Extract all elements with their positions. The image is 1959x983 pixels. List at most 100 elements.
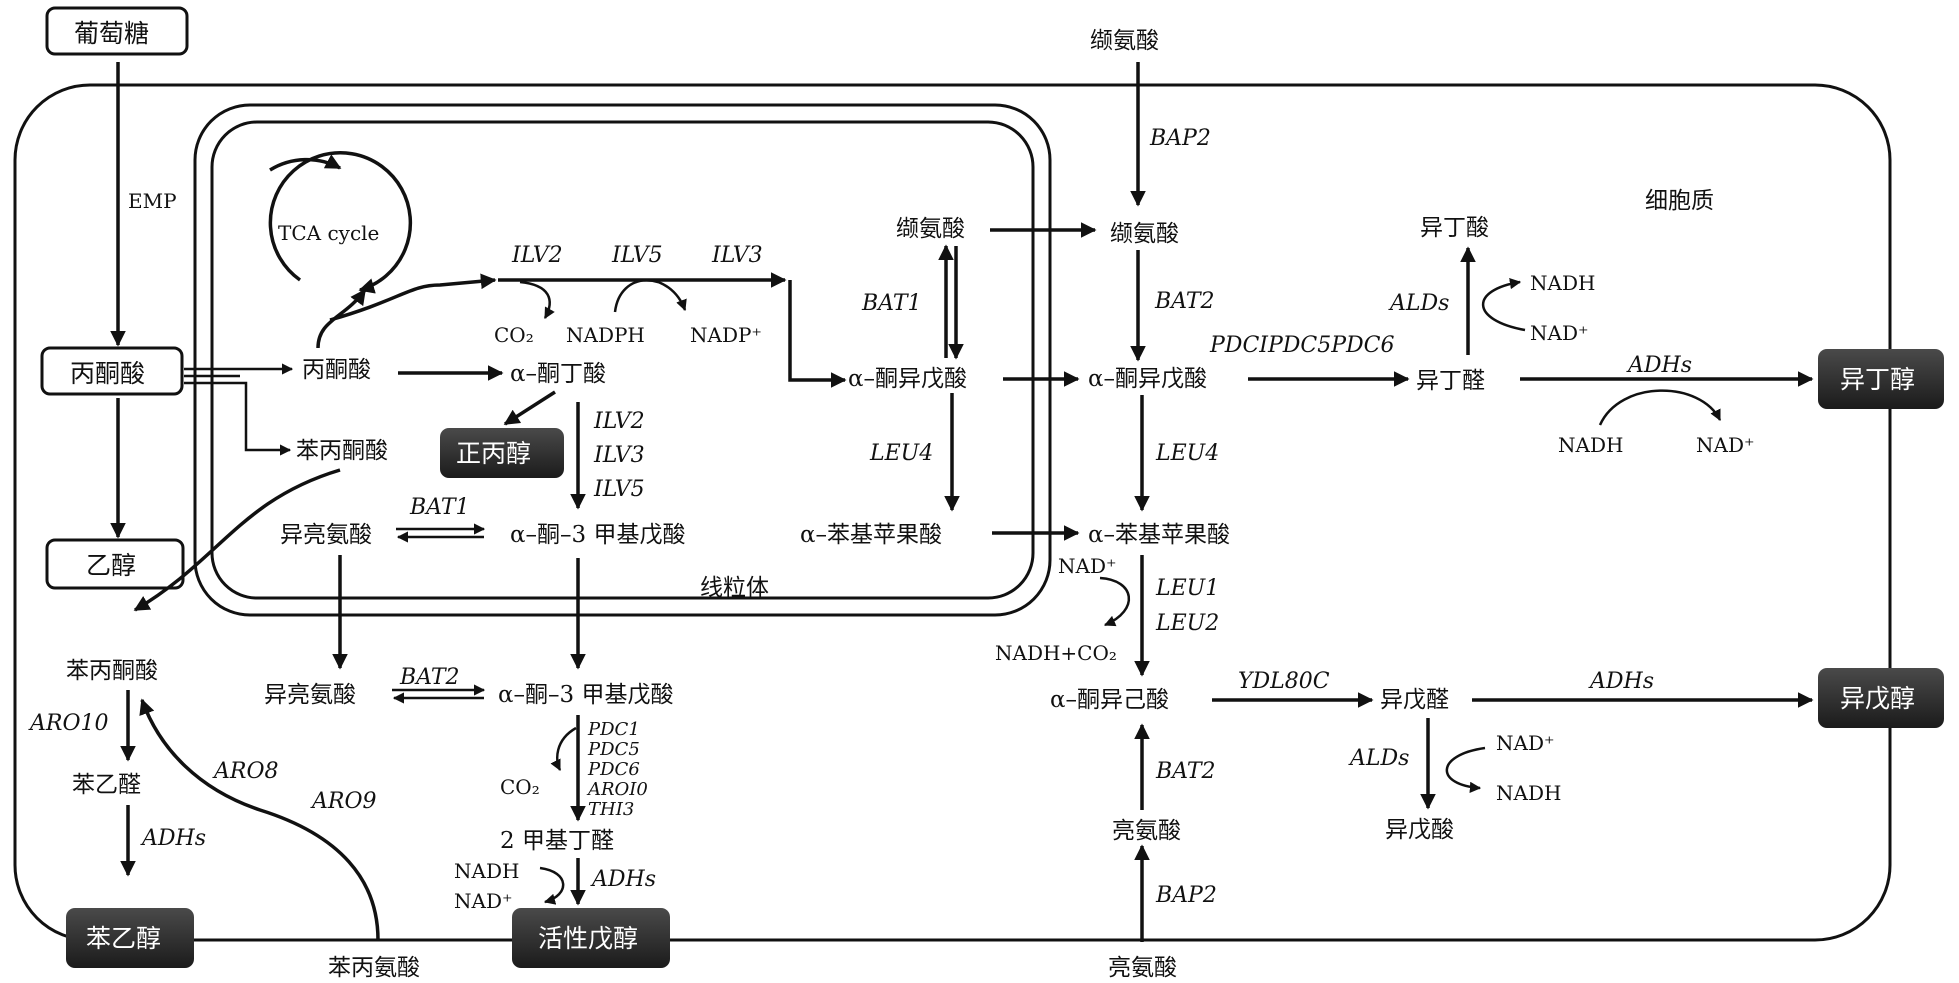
glucose-box: 葡萄糖 (45, 6, 189, 56)
mitochondria-label: 线粒体 (700, 575, 769, 601)
nadph-label: NADPH (566, 323, 645, 347)
adhs-2-label: ADHs (1588, 669, 1654, 694)
isobutyric-acid-label: 异丁酸 (1420, 215, 1489, 241)
arrow-pyruvate-tca (316, 288, 367, 349)
adhs-4-label: ADHs (590, 867, 656, 892)
nad-5-label: NAD⁺ (454, 889, 513, 913)
isoleucine-cyto-label: 异亮氨酸 (264, 682, 356, 708)
arrow-phenylalanine-phenylpyruvate (139, 698, 380, 941)
leu1-label: LEU1 (1155, 576, 1219, 601)
ilv3-top-label: ILV3 (711, 243, 763, 268)
co2-release-arc-b (550, 726, 577, 772)
co2-b-label: CO₂ (500, 775, 540, 799)
glucose-label: 葡萄糖 (74, 19, 149, 48)
isopentanol-label: 异戊醇 (1840, 684, 1915, 713)
isobutanol-box: 异丁醇 (1818, 349, 1944, 409)
leu2-label: LEU2 (1155, 611, 1219, 636)
arrow-pyruvate-ilv2 (329, 273, 497, 322)
adhs-3-label: ADHs (140, 826, 206, 851)
phenylacetaldehyde-label: 苯乙醛 (72, 772, 141, 798)
nadp-label: NADP⁺ (690, 323, 762, 347)
n-propanol-label: 正丙醇 (456, 439, 531, 468)
pdc-line-label: PDCIPDC5PDC6 (1209, 333, 1395, 358)
pyruvate-mito-label: 丙酮酸 (302, 357, 371, 383)
isopentanol-box: 异戊醇 (1818, 668, 1944, 728)
n-propanol-box: 正丙醇 (440, 428, 564, 478)
phenylethanol-label: 苯乙醇 (86, 924, 161, 953)
isobutyraldehyde-label: 异丁醛 (1416, 368, 1485, 394)
isobutanol-label: 异丁醇 (1840, 365, 1915, 394)
nadh-4-label: NADH (1496, 781, 1561, 805)
nadh-5-label: NADH (454, 859, 519, 883)
nadh-nad-arc-2 (1598, 389, 1722, 426)
nad-nadh-arc-4 (1445, 746, 1486, 793)
leu4-b-label: LEU4 (1155, 441, 1219, 466)
pdc5-label: PDC5 (587, 739, 640, 760)
valine-mito-label: 缬氨酸 (896, 216, 965, 242)
valine-cyto-label: 缬氨酸 (1110, 221, 1179, 247)
ilv2-v-label: ILV2 (593, 409, 645, 434)
arrow-phenylpyruvate-out (133, 468, 341, 612)
active-amyl-alcohol-box: 活性戊醇 (512, 908, 670, 968)
bat2-a-label: BAT2 (1154, 289, 1215, 314)
leu4-a-label: LEU4 (869, 441, 933, 466)
thi3-label: THI3 (588, 799, 634, 820)
pyruvate-label: 丙酮酸 (70, 359, 145, 388)
bat2-b-label: BAT2 (1155, 759, 1216, 784)
active-amyl-alcohol-label: 活性戊醇 (538, 924, 638, 953)
cytoplasm-label: 细胞质 (1645, 188, 1714, 214)
nadph-arc (613, 279, 687, 313)
ilv5-v-label: ILV5 (593, 477, 645, 502)
nadh-nad-arc-5 (539, 866, 565, 905)
leucine-out-label: 亮氨酸 (1108, 955, 1177, 981)
adhs-1-label: ADHs (1626, 353, 1692, 378)
nad-nadh-arc-1 (1481, 278, 1526, 332)
kiv-cyto-label: α–酮异戊酸 (1088, 366, 1207, 392)
kmv-mito-label: α–酮–3 甲基戊酸 (510, 522, 685, 548)
co2-a-label: CO₂ (494, 323, 534, 347)
phenylpyruvate-mito-label: 苯丙酮酸 (296, 438, 388, 464)
nad-nadh-arc-3 (1099, 576, 1131, 627)
methylbutanal-label: 2 甲基丁醛 (500, 828, 614, 854)
aro10-b-label: AROI0 (586, 779, 648, 800)
nadh-co2-label: NADH+CO₂ (995, 641, 1117, 665)
aro9-label: ARO9 (310, 789, 377, 814)
aro8-label: ARO8 (212, 759, 279, 784)
ilv2-top-label: ILV2 (511, 243, 563, 268)
ipm-cyto-label: α–苯基苹果酸 (1088, 522, 1230, 548)
phenylpyruvate-label: 苯丙酮酸 (66, 658, 158, 684)
ketobutyrate-label: α–酮丁酸 (510, 361, 606, 387)
kiv-mito-label: α–酮异戊酸 (848, 366, 967, 392)
bat1-a-label: BAT1 (861, 291, 922, 316)
arrow-ketobutyrate-npropanol (503, 390, 556, 426)
ethanol-box: 乙醇 (45, 538, 185, 590)
tca-cycle-arc-2 (269, 154, 342, 172)
co2-release-arc (519, 280, 555, 319)
ilv-chain-to-kiv (788, 280, 847, 388)
bat2-c-label: BAT2 (399, 665, 460, 690)
bap2-top-label: BAP2 (1149, 126, 1211, 151)
ilv5-top-label: ILV5 (611, 243, 663, 268)
phenylethanol-box: 苯乙醇 (66, 908, 194, 968)
valine-out-label: 缬氨酸 (1090, 28, 1159, 54)
ydl80c-label: YDL80C (1238, 669, 1330, 694)
nadh-1-label: NADH (1530, 271, 1595, 295)
ipm-mito-label: α–苯基苹果酸 (800, 522, 942, 548)
alds-2-label: ALDs (1348, 746, 1409, 771)
pyruvate-box: 丙酮酸 (40, 346, 184, 396)
pdc6-label: PDC6 (587, 759, 640, 780)
kic-label: α–酮异己酸 (1050, 687, 1169, 713)
cell-membrane (13, 83, 1892, 942)
ilv3-v-label: ILV3 (593, 443, 645, 468)
bap2-bottom-label: BAP2 (1155, 883, 1217, 908)
nad-4-label: NAD⁺ (1496, 731, 1555, 755)
alds-1-label: ALDs (1388, 291, 1449, 316)
mitochondria-inner-membrane (210, 120, 1035, 600)
tca-cycle-arc (268, 151, 413, 294)
mitochondria-outer-membrane (193, 103, 1052, 617)
leucine-cyto-label: 亮氨酸 (1112, 818, 1181, 844)
emp-label: EMP (128, 189, 177, 213)
nad-2-label: NAD⁺ (1696, 433, 1755, 457)
nad-1-label: NAD⁺ (1530, 321, 1589, 345)
